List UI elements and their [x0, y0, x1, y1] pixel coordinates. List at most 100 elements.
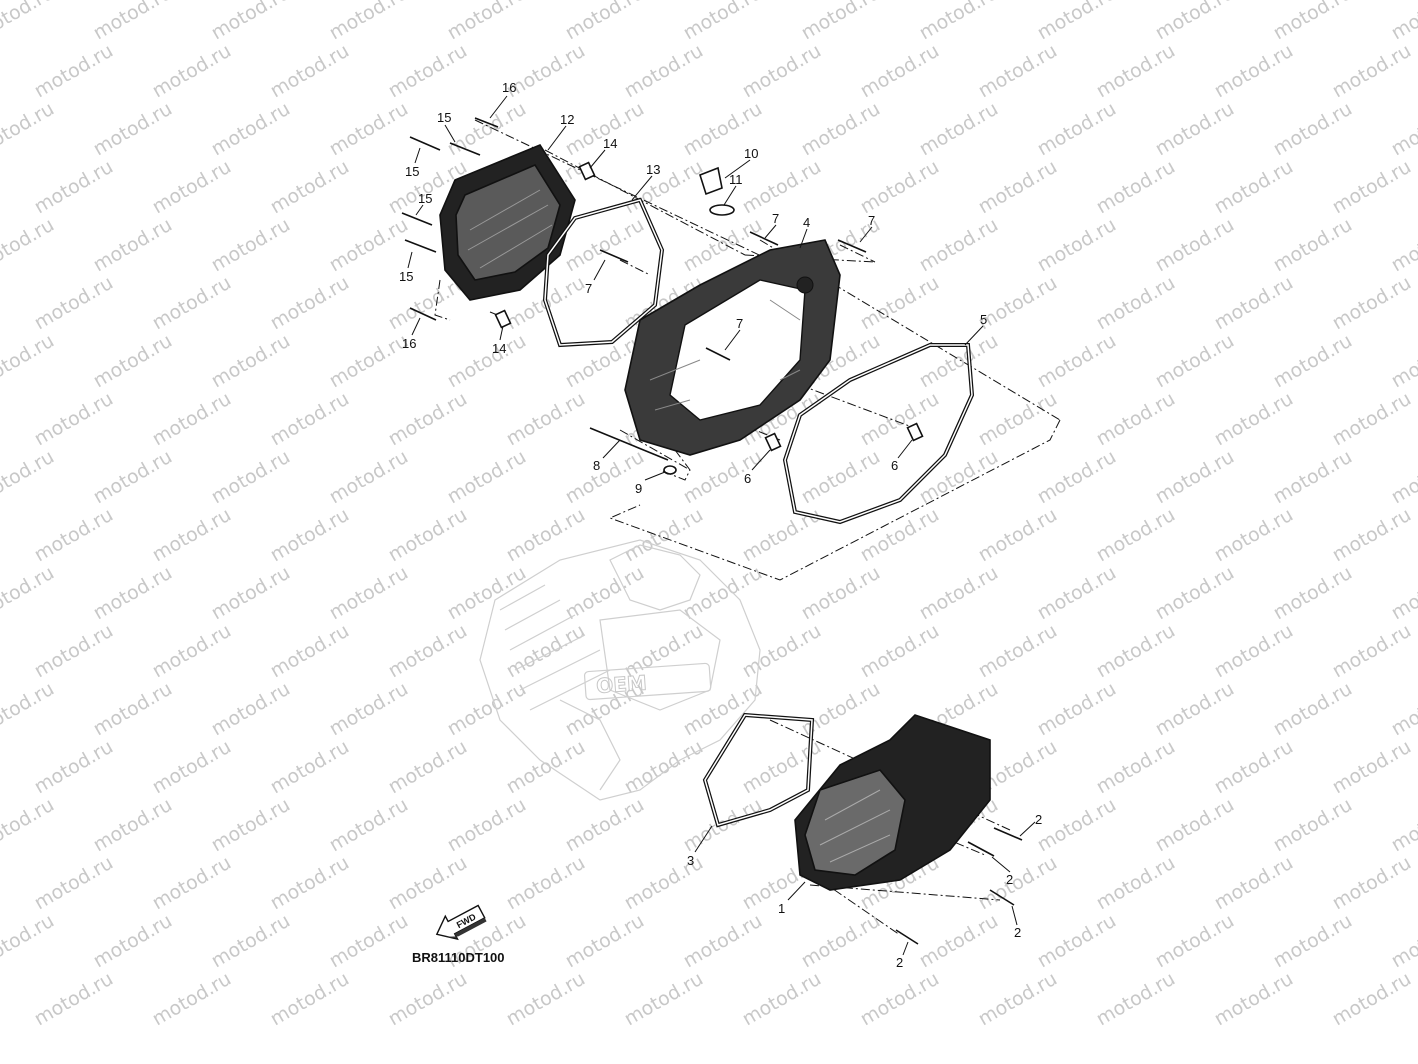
watermark-text: motod.ru: [0, 330, 58, 393]
fwd-arrow-icon: FWD: [435, 904, 487, 941]
watermark-text: motod.ru: [0, 678, 58, 741]
watermark-text: motod.ru: [385, 40, 471, 103]
watermark-text: motod.ru: [1270, 794, 1356, 857]
watermark-text: motod.ru: [503, 736, 589, 799]
callout-label: 6: [744, 471, 751, 486]
watermark-text: motod.ru: [267, 272, 353, 335]
watermark-text: motod.ru: [208, 214, 294, 277]
watermark-text: motod.ru: [1152, 446, 1238, 509]
watermark-text: motod.ru: [208, 678, 294, 741]
watermark-text: motod.ru: [798, 446, 884, 509]
watermark-text: motod.ru: [621, 40, 707, 103]
watermark-text: motod.ru: [562, 0, 648, 44]
watermark-text: motod.ru: [267, 736, 353, 799]
callout-label: 10: [744, 146, 758, 161]
watermark-text: motod.ru: [916, 98, 1002, 161]
watermark-text: motod.ru: [1388, 330, 1418, 393]
watermark-text: motod.ru: [444, 562, 530, 625]
callout-label: 7: [585, 281, 592, 296]
part-4-crankcase-cover: [624, 239, 841, 456]
watermark-text: motod.ru: [680, 0, 766, 44]
watermark-text: motod.ru: [1329, 156, 1415, 219]
watermark-text: motod.ru: [1388, 910, 1418, 973]
watermark-text: motod.ru: [1152, 0, 1238, 44]
callout-label: 15: [405, 164, 419, 179]
watermark-text: motod.ru: [149, 272, 235, 335]
ghost-logo: OEM: [595, 671, 647, 698]
watermark-text: motod.ru: [1093, 736, 1179, 799]
watermark-text: motod.ru: [444, 330, 530, 393]
watermark-text: motod.ru: [385, 620, 471, 683]
watermark-text: motod.ru: [1270, 678, 1356, 741]
callout-label: 14: [603, 136, 617, 151]
watermark-text: motod.ru: [444, 678, 530, 741]
watermark-text: motod.ru: [267, 504, 353, 567]
watermark-text: motod.ru: [385, 968, 471, 1031]
watermark-text: motod.ru: [326, 330, 412, 393]
watermark-text: motod.ru: [975, 620, 1061, 683]
leader-lines: [407, 95, 1036, 956]
watermark-text: motod.ru: [975, 504, 1061, 567]
watermark-text: motod.ru: [1329, 968, 1415, 1031]
watermark-text: motod.ru: [208, 562, 294, 625]
watermark-text: motod.ru: [916, 446, 1002, 509]
watermark-text: motod.ru: [1211, 736, 1297, 799]
watermark-text: motod.ru: [326, 794, 412, 857]
watermark-text: motod.ru: [1329, 852, 1415, 915]
watermark-text: motod.ru: [1211, 620, 1297, 683]
watermark-text: motod.ru: [857, 156, 943, 219]
watermark-text: motod.ru: [326, 678, 412, 741]
watermark-text: motod.ru: [621, 968, 707, 1031]
watermark-text: motod.ru: [503, 968, 589, 1031]
watermark-text: motod.ru: [208, 98, 294, 161]
watermark-text: motod.ru: [326, 446, 412, 509]
watermark-text: motod.ru: [562, 446, 648, 509]
watermark-text: motod.ru: [916, 330, 1002, 393]
watermark-text: motod.ru: [267, 40, 353, 103]
watermark-text: motod.ru: [326, 910, 412, 973]
watermark-text: motod.ru: [0, 562, 58, 625]
watermark-text: motod.ru: [503, 852, 589, 915]
watermark-text: motod.ru: [208, 446, 294, 509]
watermark-text: motod.ru: [739, 968, 825, 1031]
watermark-text: motod.ru: [1388, 562, 1418, 625]
callout-label: 11: [729, 172, 743, 187]
watermark-text: motod.ru: [90, 562, 176, 625]
watermark-text: motod.ru: [975, 272, 1061, 335]
watermark-text: motod.ru: [90, 794, 176, 857]
watermark-text: motod.ru: [1270, 562, 1356, 625]
watermark-text: motod.ru: [149, 968, 235, 1031]
watermark-text: motod.ru: [857, 388, 943, 451]
watermark-text: motod.ru: [1211, 156, 1297, 219]
watermark-text: motod.ru: [31, 736, 117, 799]
callout-label: 5: [980, 312, 987, 327]
watermark-text: motod.ru: [1093, 156, 1179, 219]
callout-label: 2: [896, 955, 903, 970]
watermark-text: motod.ru: [1152, 678, 1238, 741]
watermark-text: motod.ru: [975, 968, 1061, 1031]
watermark-text: motod.ru: [503, 504, 589, 567]
watermark-text: motod.ru: [1329, 736, 1415, 799]
callout-label: 2: [1014, 925, 1021, 940]
watermark-text: motod.ru: [1093, 388, 1179, 451]
watermark-text: motod.ru: [208, 910, 294, 973]
watermark-text: motod.ru: [1093, 504, 1179, 567]
watermark-text: motod.ru: [326, 0, 412, 44]
watermark-text: motod.ru: [975, 40, 1061, 103]
watermark-text: motod.ru: [31, 968, 117, 1031]
watermark-text: motod.ru: [385, 736, 471, 799]
watermark-text: motod.ru: [267, 968, 353, 1031]
watermark-text: motod.ru: [326, 562, 412, 625]
drawing-code: BR81110DT100: [412, 950, 505, 965]
part-1-magneto-cover: [794, 714, 991, 891]
watermark-text: motod.ru: [975, 852, 1061, 915]
watermark-text: motod.ru: [916, 214, 1002, 277]
watermark-text: motod.ru: [1152, 562, 1238, 625]
watermark-text: motod.ru: [1034, 794, 1120, 857]
watermark-text: motod.ru: [680, 910, 766, 973]
watermark-text: motod.ru: [798, 98, 884, 161]
watermark-text: motod.ru: [680, 678, 766, 741]
watermark-text: motod.ru: [444, 0, 530, 44]
part-12-cover: [439, 144, 576, 301]
